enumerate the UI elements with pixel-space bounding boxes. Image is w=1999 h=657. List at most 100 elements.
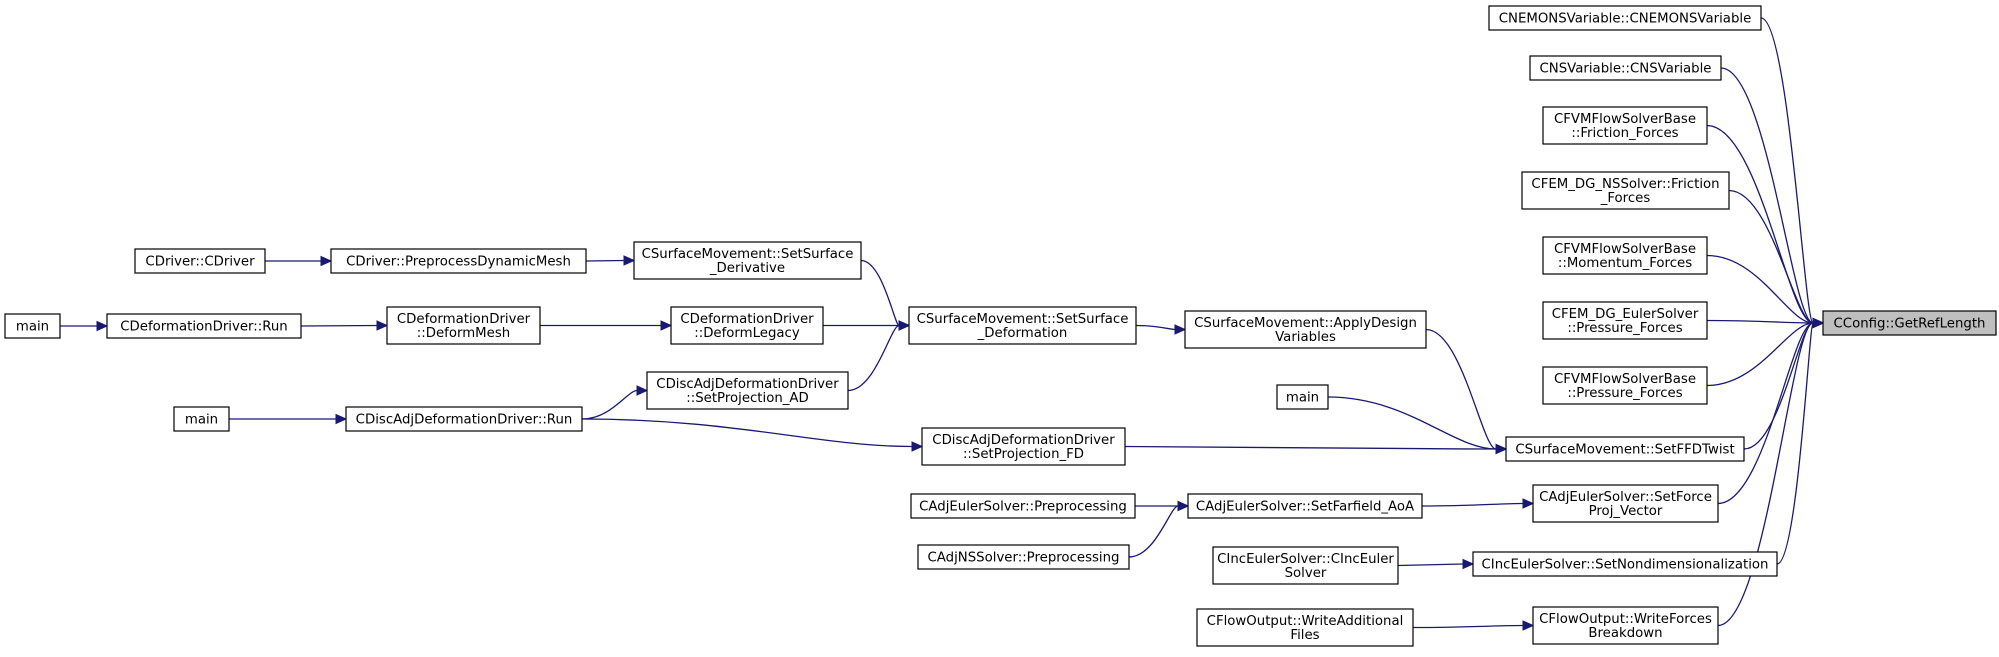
- edge-line: [1397, 563, 1464, 567]
- node-box: [4, 313, 61, 339]
- graph-node[interactable]: CDiscAdjDeformationDriver::SetProjection…: [646, 371, 849, 410]
- graph-node[interactable]: main: [4, 313, 61, 339]
- graph-node[interactable]: CIncEulerSolver::SetNondimensionalizatio…: [1472, 551, 1778, 577]
- node-box: [1488, 5, 1762, 31]
- node-label: ::Pressure_Forces: [1567, 321, 1682, 336]
- edge-line: [1425, 328, 1497, 450]
- graph-node[interactable]: CSurfaceMovement::SetFFDTwist: [1505, 436, 1745, 462]
- node-box: [1276, 384, 1329, 410]
- node-box: [1196, 608, 1414, 647]
- node-label: CFlowOutput::WriteAdditional: [1207, 614, 1404, 629]
- graph-node[interactable]: CDiscAdjDeformationDriver::Run: [345, 406, 583, 432]
- call-edge: [60, 320, 109, 332]
- node-label: ::DeformMesh: [417, 326, 510, 341]
- node-label: _Derivative: [709, 261, 785, 276]
- edge-line: [847, 324, 900, 392]
- edge-line: [1717, 322, 1814, 627]
- call-edge: [1421, 498, 1535, 509]
- node-box: [1542, 106, 1708, 145]
- graph-node[interactable]: main: [173, 406, 230, 432]
- edge-line: [1728, 189, 1814, 324]
- edge-line: [1706, 124, 1814, 324]
- graph-node[interactable]: CSurfaceMovement::SetSurface_Derivative: [633, 241, 862, 280]
- node-label: CNSVariable::CNSVariable: [1540, 62, 1712, 77]
- node-label: ::DeformLegacy: [694, 326, 800, 341]
- graph-node[interactable]: CDeformationDriver::DeformLegacy: [670, 306, 824, 345]
- node-box: [1184, 310, 1427, 349]
- graph-node[interactable]: CNEMONSVariable::CNEMONSVariable: [1488, 5, 1762, 31]
- node-box: [633, 241, 862, 280]
- node-box: [910, 493, 1136, 519]
- edge-line: [1776, 322, 1814, 565]
- node-label: _Deformation: [977, 326, 1068, 341]
- call-edge: [860, 259, 911, 331]
- graph-node[interactable]: CDeformationDriver::Run: [106, 313, 302, 339]
- node-label: CSurfaceMovement::SetSurface: [642, 247, 854, 262]
- call-edge: [265, 255, 333, 267]
- edge-line: [581, 418, 913, 448]
- node-label: CSurfaceMovement::SetFFDTwist: [1515, 443, 1734, 458]
- node-box: [1542, 236, 1708, 275]
- edge-line: [1717, 322, 1814, 505]
- edge-line: [1760, 17, 1814, 324]
- graph-node[interactable]: CIncEulerSolver::CIncEulerSolver: [1212, 546, 1399, 585]
- edge-line: [1327, 396, 1497, 450]
- graph-node[interactable]: CFEM_DG_NSSolver::Friction_Forces: [1521, 171, 1730, 210]
- node-box: [921, 427, 1126, 466]
- node-box: [670, 306, 824, 345]
- graph-node[interactable]: CDiscAdjDeformationDriver::SetProjection…: [921, 427, 1126, 466]
- node-label: CDiscAdjDeformationDriver::Run: [356, 413, 573, 428]
- graph-node[interactable]: CSurfaceMovement::SetSurface_Deformation: [908, 306, 1137, 345]
- node-label: _Forces: [1600, 191, 1651, 206]
- call-edge: [540, 320, 673, 331]
- node-label: CSurfaceMovement::SetSurface: [917, 312, 1129, 327]
- node-label: main: [1286, 391, 1319, 406]
- graph-node[interactable]: CDeformationDriver::DeformMesh: [386, 306, 541, 345]
- node-label: CConfig::GetRefLength: [1834, 317, 1986, 332]
- graph-node[interactable]: CAdjEulerSolver::SetFarfield_AoA: [1187, 493, 1423, 519]
- node-label: ::Pressure_Forces: [1567, 386, 1682, 401]
- call-edge: [300, 320, 389, 331]
- node-box: [1187, 493, 1423, 519]
- node-box: [330, 248, 587, 274]
- edge-arrowhead: [660, 320, 673, 331]
- graph-node[interactable]: CAdjNSSolver::Preprocessing: [917, 544, 1130, 570]
- edge-arrowhead: [898, 320, 911, 331]
- edge-line: [1706, 254, 1814, 324]
- node-label: CDeformationDriver::Run: [120, 320, 287, 335]
- graph-node[interactable]: CDriver::CDriver: [134, 248, 266, 274]
- node-label: CAdjEulerSolver::SetFarfield_AoA: [1196, 500, 1414, 515]
- call-edge: [1706, 124, 1825, 329]
- graph-node[interactable]: main: [1276, 384, 1329, 410]
- node-label: CAdjEulerSolver::SetForce: [1539, 490, 1712, 505]
- graph-node[interactable]: CNSVariable::CNSVariable: [1529, 55, 1722, 81]
- edge-arrowhead: [911, 441, 924, 452]
- call-edge: [1135, 324, 1187, 335]
- graph-node[interactable]: CDriver::PreprocessDynamicMesh: [330, 248, 587, 274]
- node-label: CDeformationDriver: [397, 312, 531, 327]
- node-box: [908, 306, 1137, 345]
- node-box: [1532, 484, 1719, 523]
- edge-arrowhead: [1174, 324, 1187, 335]
- node-label: ::SetProjection_FD: [963, 447, 1084, 462]
- graph-node[interactable]: CFVMFlowSolverBase::Momentum_Forces: [1542, 236, 1708, 275]
- node-label: CFEM_DG_EulerSolver: [1552, 307, 1699, 322]
- call-edge: [581, 418, 924, 452]
- root-node[interactable]: CConfig::GetRefLength: [1822, 310, 1997, 336]
- call-edge: [847, 320, 911, 392]
- graph-node[interactable]: CAdjEulerSolver::Preprocessing: [910, 493, 1136, 519]
- call-edge: [1717, 317, 1825, 505]
- edge-arrowhead: [96, 320, 109, 332]
- node-label: Solver: [1285, 566, 1327, 581]
- node-label: Files: [1290, 628, 1319, 643]
- graph-node[interactable]: CFVMFlowSolverBase::Friction_Forces: [1542, 106, 1708, 145]
- edge-arrowhead: [1177, 500, 1190, 512]
- graph-node[interactable]: CFEM_DG_EulerSolver::Pressure_Forces: [1542, 301, 1708, 340]
- node-box: [134, 248, 266, 274]
- graph-node[interactable]: CFVMFlowSolverBase::Pressure_Forces: [1542, 366, 1708, 405]
